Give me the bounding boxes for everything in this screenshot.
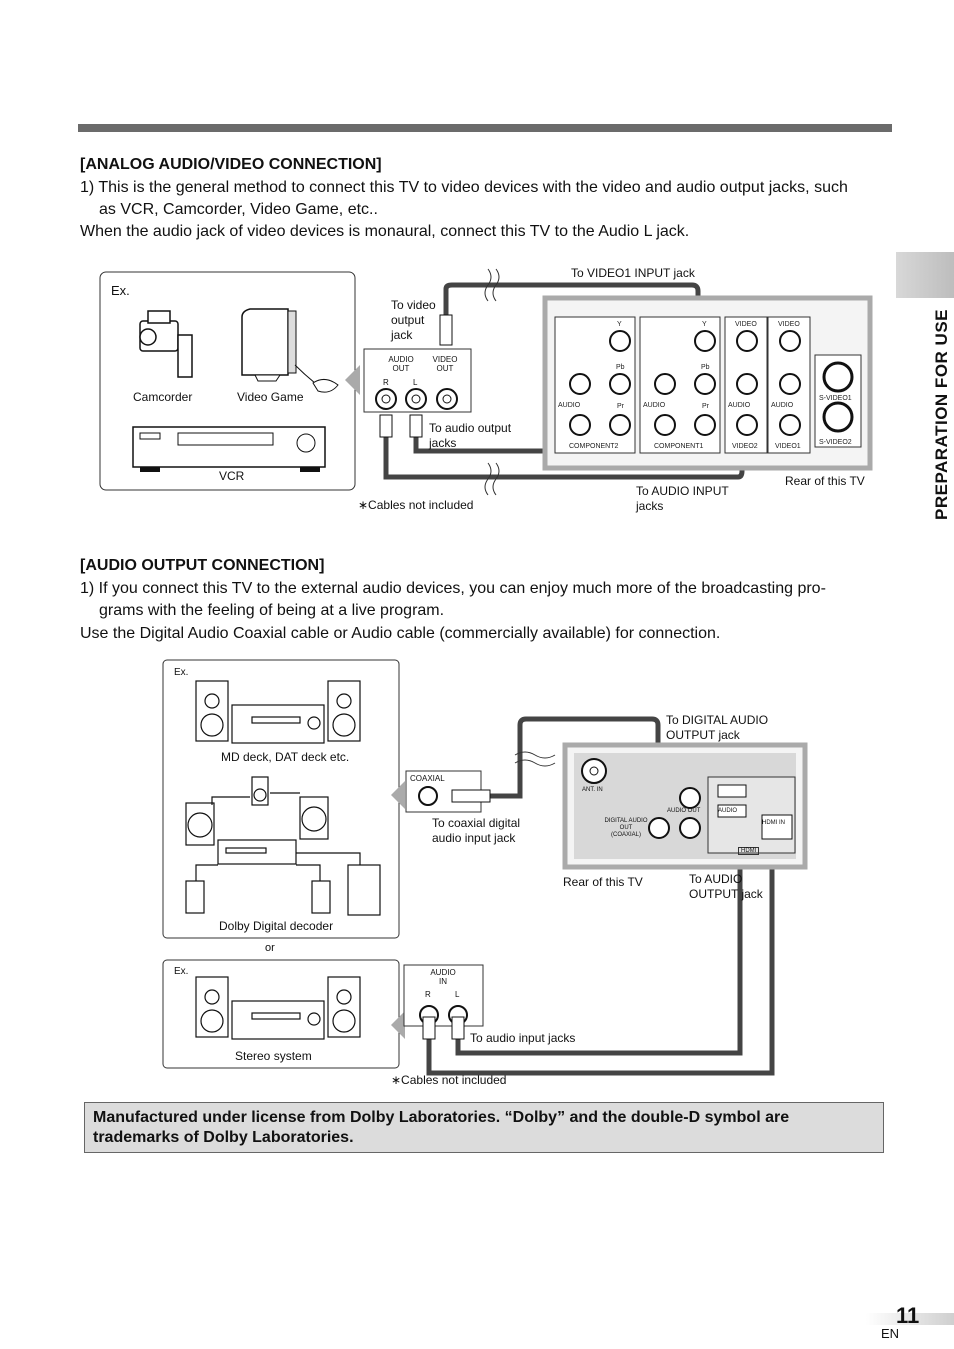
- to-audio-output-jack: To AUDIO OUTPUT jack: [689, 872, 763, 901]
- svg-text:AUDIO: AUDIO: [558, 402, 581, 409]
- camcorder-icon: [139, 310, 193, 378]
- audio-output-title: [AUDIO OUTPUT CONNECTION]: [80, 557, 325, 574]
- to-video-output-jack: To video output jack: [391, 298, 436, 342]
- audio-in-label: AUDIO IN: [430, 968, 456, 986]
- audio-in-r: R: [425, 990, 431, 999]
- or-label: or: [265, 942, 275, 954]
- page-number-bar: [866, 1313, 954, 1325]
- svg-text:COMPONENT1: COMPONENT1: [654, 443, 704, 450]
- video-game-label: Video Game: [237, 390, 304, 404]
- audio-rear-tv: Rear of this TV: [563, 875, 643, 889]
- svg-text:Pb: Pb: [701, 364, 710, 371]
- to-digital-audio-output: To DIGITAL AUDIO OUTPUT jack: [666, 713, 769, 742]
- svg-text:Pr: Pr: [702, 403, 710, 410]
- svg-text:AUDIO: AUDIO: [771, 402, 794, 409]
- svg-text:VIDEO2: VIDEO2: [732, 443, 758, 450]
- analog-rear-tv: Rear of this TV: [785, 474, 865, 488]
- to-audio-output-jacks: To audio output jacks: [429, 421, 512, 450]
- analog-cables-note: ∗Cables not included: [358, 498, 474, 512]
- to-coaxial-digital: To coaxial digital audio input jack: [432, 816, 521, 845]
- hdmi-label: HDMI: [738, 847, 760, 855]
- dolby-notice: Manufactured under license from Dolby La…: [84, 1102, 884, 1153]
- svg-text:Pr: Pr: [617, 403, 625, 410]
- svg-text:AUDIO: AUDIO: [728, 402, 751, 409]
- analog-line3: When the audio jack of video devices is …: [80, 223, 690, 240]
- md-deck-icon: [195, 680, 361, 744]
- dolby-decoder-icon: [185, 776, 381, 916]
- analog-line1: 1) This is the general method to connect…: [80, 179, 848, 196]
- vcr-icon: [132, 426, 326, 472]
- panel-audio-label: AUDIO: [718, 808, 738, 814]
- analog-ex: Ex.: [111, 283, 130, 298]
- stereo-system-icon: [195, 976, 361, 1040]
- page-number: 11: [896, 1303, 920, 1328]
- svg-text:VIDEO1: VIDEO1: [775, 443, 801, 450]
- to-video1-input-jack: To VIDEO1 INPUT jack: [571, 266, 695, 280]
- analog-title: [ANALOG AUDIO/VIDEO CONNECTION]: [80, 156, 382, 173]
- audio-ex-1: Ex.: [174, 667, 189, 678]
- audio-in-l: L: [455, 990, 460, 999]
- audio-in-jack-block: [403, 964, 484, 1027]
- camcorder-label: Camcorder: [133, 390, 193, 404]
- stereo-system-label: Stereo system: [235, 1049, 312, 1063]
- svg-text:VIDEO: VIDEO: [778, 321, 800, 328]
- video-game-icon: [241, 308, 339, 393]
- analog-connection-diagram: Y Y Pb Pb Pr Pr AUDIO AUDIO AUDIO AUDIO …: [99, 268, 873, 496]
- coaxial-label: COAXIAL: [410, 774, 445, 783]
- digital-audio-out-label: DIGITAL AUDIO OUT (COAXIAL): [604, 818, 648, 838]
- header-rule: [78, 124, 892, 132]
- analog-line2: as VCR, Camcorder, Video Game, etc..: [99, 201, 378, 218]
- audio-output-diagram: [162, 659, 808, 1076]
- dolby-decoder-label: Dolby Digital decoder: [219, 919, 334, 933]
- svg-text:S-VIDEO2: S-VIDEO2: [819, 439, 852, 446]
- audio-ex-2: Ex.: [174, 966, 189, 977]
- svg-text:Pb: Pb: [616, 364, 625, 371]
- to-audio-input-jacks: To AUDIO INPUT jacks: [636, 484, 729, 513]
- svg-text:AUDIO: AUDIO: [643, 402, 666, 409]
- l-label: L: [413, 378, 418, 387]
- svg-text:COMPONENT2: COMPONENT2: [569, 443, 619, 450]
- audio-cables-note: ∗Cables not included: [391, 1073, 507, 1087]
- audio-output-line1: 1) If you connect this TV to the externa…: [80, 580, 826, 597]
- svg-text:VIDEO: VIDEO: [735, 321, 757, 328]
- svg-text:S-VIDEO1: S-VIDEO1: [819, 395, 852, 402]
- language-code: EN: [881, 1326, 900, 1341]
- audio-output-line3: Use the Digital Audio Coaxial cable or A…: [80, 625, 721, 642]
- hdmi-in-label: HDMI IN: [762, 820, 785, 826]
- svg-text:Y: Y: [702, 321, 707, 328]
- ant-in-label: ANT. IN: [582, 787, 603, 793]
- svg-text:Y: Y: [617, 321, 622, 328]
- r-label: R: [383, 378, 389, 387]
- md-deck-label: MD deck, DAT deck etc.: [221, 750, 350, 764]
- vcr-label: VCR: [219, 469, 245, 483]
- audio-out-label: AUDIO OUT: [388, 355, 414, 373]
- video-out-label: VIDEO OUT: [432, 355, 458, 373]
- panel-audio-out-label: AUDIO OUT: [667, 808, 701, 814]
- side-tab-marker: [896, 252, 954, 298]
- audio-output-line2: grams with the feeling of being at a liv…: [99, 602, 445, 619]
- to-audio-input-jacks-2: To audio input jacks: [470, 1031, 576, 1045]
